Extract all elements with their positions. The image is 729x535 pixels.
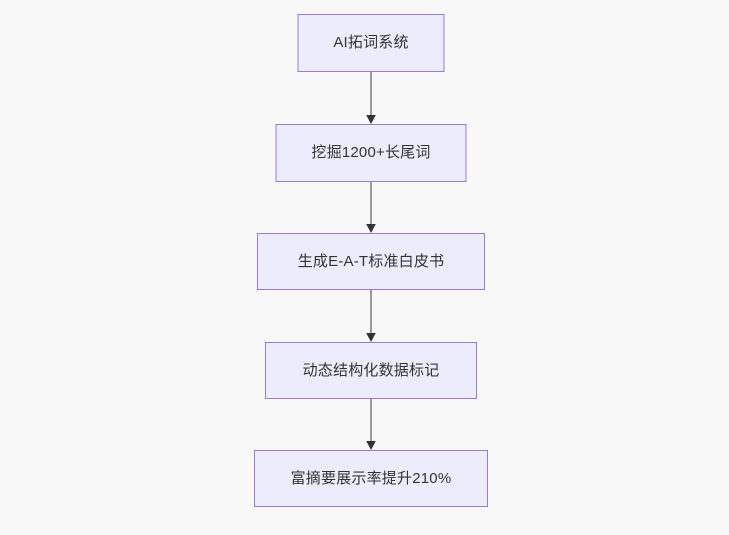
flow-arrow-connector — [361, 290, 381, 342]
flow-arrow-connector — [361, 72, 381, 124]
flow-node-label: 动态结构化数据标记 — [302, 361, 440, 379]
flow-node-n1[interactable]: AI拓词系统 — [297, 14, 445, 72]
arrowhead-icon — [366, 115, 376, 124]
flow-node-n4[interactable]: 动态结构化数据标记 — [265, 342, 477, 399]
flow-node-label: AI拓词系统 — [333, 34, 409, 51]
flow-node-label: 挖掘1200+长尾词 — [311, 144, 431, 161]
flow-node-n5[interactable]: 富摘要展示率提升210% — [254, 450, 488, 507]
flow-node-n3[interactable]: 生成E-A-T标准白皮书 — [257, 233, 485, 290]
arrowhead-icon — [366, 441, 376, 450]
flow-node-label: 生成E-A-T标准白皮书 — [297, 252, 445, 270]
flow-node-label: 富摘要展示率提升210% — [290, 469, 452, 487]
arrowhead-icon — [366, 224, 376, 233]
flow-arrow-connector — [361, 182, 381, 233]
flow-arrow-connector — [361, 399, 381, 450]
flow-node-n2[interactable]: 挖掘1200+长尾词 — [275, 124, 467, 182]
arrowhead-icon — [366, 333, 376, 342]
